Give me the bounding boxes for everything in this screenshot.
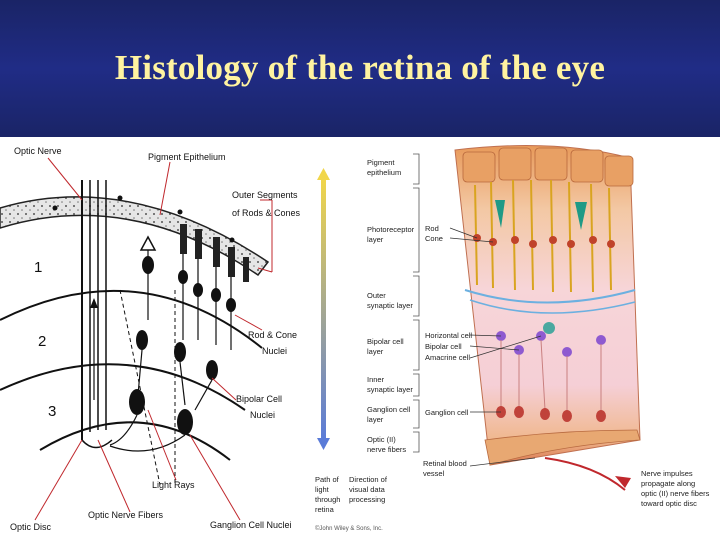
path-text-3: through — [315, 495, 340, 504]
blood-vessel — [545, 458, 625, 490]
slide-title: Histology of the retina of the eye — [0, 48, 720, 88]
layer-pigment-1: Pigment — [367, 158, 395, 167]
label-bipolar-nuclei-1: Bipolar Cell — [236, 394, 282, 404]
layer-bipolar-2: layer — [367, 347, 384, 356]
copyright-credit: ©John Wiley & Sons, Inc. — [315, 525, 383, 532]
label-optic-nerve: Optic Nerve — [14, 146, 62, 156]
retina-schematic-diagram: Optic Nerve Pigment Epithelium Outer Seg… — [0, 140, 300, 540]
layer-inner-syn-1: Inner — [367, 375, 385, 384]
direction-text-2: visual data — [349, 485, 386, 494]
retina-illustration: Pigment epithelium Photoreceptor layer O… — [305, 140, 720, 540]
layer-ganglion-2: layer — [367, 415, 384, 424]
label-light-rays: Light Rays — [152, 480, 195, 490]
impulse-text-3: optic (II) nerve fibers — [641, 489, 710, 498]
label-ganglion-nuclei: Ganglion Cell Nuclei — [210, 520, 292, 530]
cell-bipolar: Bipolar cell — [425, 342, 462, 351]
impulse-text-4: toward optic disc — [641, 499, 697, 508]
layer-photoreceptor-1: Photoreceptor — [367, 225, 415, 234]
label-pigment-epithelium: Pigment Epithelium — [148, 152, 226, 162]
layer-pigment-2: epithelium — [367, 168, 401, 177]
impulse-text-1: Nerve impulses — [641, 469, 693, 478]
cell-blood-1: Retinal blood — [423, 459, 467, 468]
title-banner: Histology of the retina of the eye — [0, 0, 720, 137]
direction-text-1: Direction of — [349, 475, 388, 484]
layer-optic-fibers-2: nerve fibers — [367, 445, 406, 454]
label-bipolar-nuclei-2: Nuclei — [250, 410, 275, 420]
cell-amacrine: Amacrine cell — [425, 353, 470, 362]
direction-text-3: processing — [349, 495, 385, 504]
label-outer-segments-2: of Rods & Cones — [232, 208, 300, 218]
cell-horizontal: Horizontal cell — [425, 331, 472, 340]
layer-outer-syn-1: Outer — [367, 291, 386, 300]
cell-cone: Cone — [425, 234, 443, 243]
layer-photoreceptor-2: layer — [367, 235, 384, 244]
layer-ganglion-1: Ganglion cell — [367, 405, 411, 414]
schematic-svg: Optic Nerve Pigment Epithelium Outer Seg… — [0, 140, 300, 540]
illustration-svg: Pigment epithelium Photoreceptor layer O… — [305, 140, 720, 540]
path-text-1: Path of — [315, 475, 340, 484]
label-optic-nerve-fibers: Optic Nerve Fibers — [88, 510, 164, 520]
cell-rod: Rod — [425, 224, 439, 233]
cell-ganglion: Ganglion cell — [425, 408, 469, 417]
layer-outer-syn-2: synaptic layer — [367, 301, 413, 310]
label-rod-cone-nuclei-1: Rod & Cone — [248, 330, 297, 340]
layer-bipolar-1: Bipolar cell — [367, 337, 404, 346]
layer-number-1: 1 — [34, 259, 42, 276]
layer-optic-fibers-1: Optic (II) — [367, 435, 396, 444]
layer-number-3: 3 — [48, 403, 56, 420]
label-optic-disc: Optic Disc — [10, 522, 52, 532]
bipolar-cells — [136, 330, 218, 410]
path-text-2: light — [315, 485, 330, 494]
label-outer-segments-1: Outer Segments — [232, 190, 298, 200]
path-text-4: retina — [315, 505, 335, 514]
light-path-arrow — [321, 178, 326, 440]
label-rod-cone-nuclei-2: Nuclei — [262, 346, 287, 356]
cell-blood-2: vessel — [423, 469, 445, 478]
impulse-text-2: propagate along — [641, 479, 695, 488]
layer-number-2: 2 — [38, 333, 46, 350]
layer-brackets — [413, 154, 419, 452]
layer-inner-syn-2: synaptic layer — [367, 385, 413, 394]
